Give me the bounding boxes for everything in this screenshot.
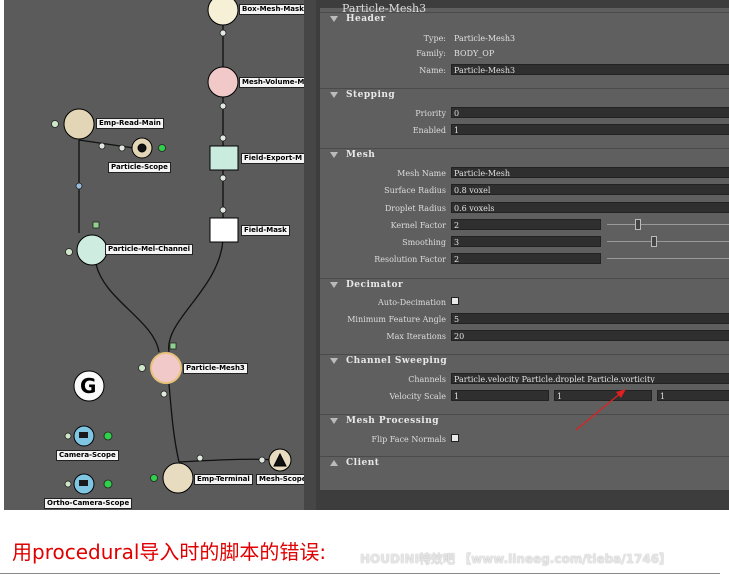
box-mesh-mask-node xyxy=(207,0,239,26)
enabled-label: Enabled xyxy=(412,126,446,135)
flip-face-normals-checkbox[interactable] xyxy=(451,434,459,442)
min-feature-angle-field[interactable]: 5 xyxy=(451,313,729,324)
kernel-factor-slider[interactable] xyxy=(607,224,729,225)
surface-radius-field[interactable]: 0.8 voxel xyxy=(451,184,729,195)
section-decimator[interactable]: Decimator xyxy=(320,278,729,292)
collapse-triangle-icon[interactable] xyxy=(330,92,338,98)
type-value: Particle-Mesh3 xyxy=(454,34,516,43)
smoothing-field[interactable]: 3 xyxy=(451,236,601,247)
section-header-title: Header xyxy=(346,14,386,24)
max-iterations-label: Max Iterations xyxy=(386,332,446,341)
family-value: BODY_OP xyxy=(454,49,495,58)
droplet-radius-field[interactable]: 0.6 voxels xyxy=(451,202,729,213)
field-mask-node xyxy=(209,217,239,243)
priority-label: Priority xyxy=(415,109,446,118)
particle-scope-label: Particle-Scope xyxy=(108,162,171,173)
box-mesh-mask-label: Box-Mesh-Mask xyxy=(239,4,307,15)
section-header[interactable]: Header xyxy=(320,12,729,26)
flip-face-normals-label: Flip Face Normals xyxy=(371,435,446,444)
family-label: Family: xyxy=(416,49,446,58)
section-mesh-processing-title: Mesh Processing xyxy=(346,416,440,426)
ortho-camera-scope-label: Ortho-Camera-Scope xyxy=(44,498,133,509)
velocity-scale-label: Velocity Scale xyxy=(389,392,447,401)
parameter-panel-body: Particle-Mesh3 Header Type: Particle-Mes… xyxy=(320,2,729,490)
caption-text: 用procedural导入时的脚本的错误: xyxy=(12,540,327,564)
bottom-rule xyxy=(0,573,720,574)
annotation-arrow xyxy=(575,389,626,431)
field-export-label: Field-Export-M xyxy=(241,153,306,164)
auto-decimation-checkbox[interactable] xyxy=(451,297,459,305)
section-mesh-processing[interactable]: Mesh Processing xyxy=(320,414,729,428)
droplet-radius-label: Droplet Radius xyxy=(384,204,446,213)
collapse-triangle-icon[interactable] xyxy=(330,16,338,22)
kernel-factor-label: Kernel Factor xyxy=(390,221,446,230)
mesh-name-field[interactable]: Particle-Mesh xyxy=(451,167,729,178)
g-node-letter: G xyxy=(80,374,97,398)
collapse-triangle-icon[interactable] xyxy=(330,460,338,466)
kernel-factor-slider-knob[interactable] xyxy=(635,219,641,230)
surface-radius-label: Surface Radius xyxy=(384,186,446,195)
smoothing-slider-knob[interactable] xyxy=(651,236,657,247)
particle-mel-channel-node xyxy=(76,234,108,266)
auto-decimation-label: Auto-Decimation xyxy=(378,298,446,307)
section-client-title: Client xyxy=(346,458,380,468)
mesh-volume-mask-node xyxy=(207,66,239,98)
collapse-triangle-icon[interactable] xyxy=(330,418,338,424)
priority-field[interactable]: 0 xyxy=(451,107,729,118)
collapse-triangle-icon[interactable] xyxy=(330,152,338,158)
velocity-scale-x-field[interactable]: 1 xyxy=(451,390,549,401)
channels-field[interactable]: Particle.velocity Particle.droplet Parti… xyxy=(451,373,729,384)
kernel-factor-field[interactable]: 2 xyxy=(451,219,601,230)
section-mesh-title: Mesh xyxy=(346,150,376,160)
mesh-name-label: Mesh Name xyxy=(397,169,446,178)
watermark-text: HOUDINI特效吧 【www.lineeg.com/tieba/1746】 xyxy=(360,552,672,566)
name-label: Name: xyxy=(419,66,446,75)
particle-mesh3-node xyxy=(150,352,182,384)
node-graph[interactable]: Box-Mesh-Mask Mesh-Volume-Mas Emp-Read-M… xyxy=(4,0,317,510)
collapse-triangle-icon[interactable] xyxy=(330,358,338,364)
panel-divider[interactable] xyxy=(304,0,316,510)
particle-mesh3-label: Particle-Mesh3 xyxy=(183,363,248,374)
mesh-scope-label: Mesh-Scope xyxy=(256,474,310,485)
velocity-scale-z-field[interactable]: 1 xyxy=(657,390,729,401)
panel-title: Particle-Mesh3 xyxy=(342,2,427,15)
section-stepping-title: Stepping xyxy=(346,90,396,100)
resolution-factor-label: Resolution Factor xyxy=(374,255,446,264)
particle-mel-channel-label: Particle-Mel-Channel xyxy=(105,244,194,255)
emp-terminal-node xyxy=(162,462,194,494)
max-iterations-field[interactable]: 20 xyxy=(451,330,729,341)
resolution-factor-slider[interactable] xyxy=(607,258,729,259)
emp-read-main-node xyxy=(63,108,95,140)
enabled-field[interactable]: 1 xyxy=(451,124,729,135)
section-stepping[interactable]: Stepping xyxy=(320,88,729,102)
graph-wires xyxy=(51,0,292,495)
section-decimator-title: Decimator xyxy=(346,280,404,290)
section-client[interactable]: Client xyxy=(320,456,729,470)
section-channel-sweeping[interactable]: Channel Sweeping xyxy=(320,354,729,368)
type-label: Type: xyxy=(423,34,446,43)
section-channel-sweeping-title: Channel Sweeping xyxy=(346,356,448,366)
section-mesh[interactable]: Mesh xyxy=(320,148,729,162)
camera-scope-label: Camera-Scope xyxy=(56,450,119,461)
resolution-factor-field[interactable]: 2 xyxy=(451,253,601,264)
smoothing-label: Smoothing xyxy=(402,238,446,247)
name-field[interactable]: Particle-Mesh3 xyxy=(451,64,729,75)
velocity-scale-y-field[interactable]: 1 xyxy=(554,390,652,401)
parameter-panel: Particle-Mesh3 Header Type: Particle-Mes… xyxy=(316,0,729,510)
emp-terminal-label: Emp-Terminal xyxy=(194,474,253,485)
emp-read-main-label: Emp-Read-Main xyxy=(96,118,164,129)
min-feature-angle-label: Minimum Feature Angle xyxy=(347,315,446,324)
field-mask-label: Field-Mask xyxy=(241,225,290,236)
field-export-node xyxy=(209,145,239,171)
g-node xyxy=(73,370,105,402)
screenshot: Box-Mesh-Mask Mesh-Volume-Mas Emp-Read-M… xyxy=(4,0,729,510)
smoothing-slider[interactable] xyxy=(607,241,729,242)
collapse-triangle-icon[interactable] xyxy=(330,282,338,288)
channels-label: Channels xyxy=(408,375,446,384)
